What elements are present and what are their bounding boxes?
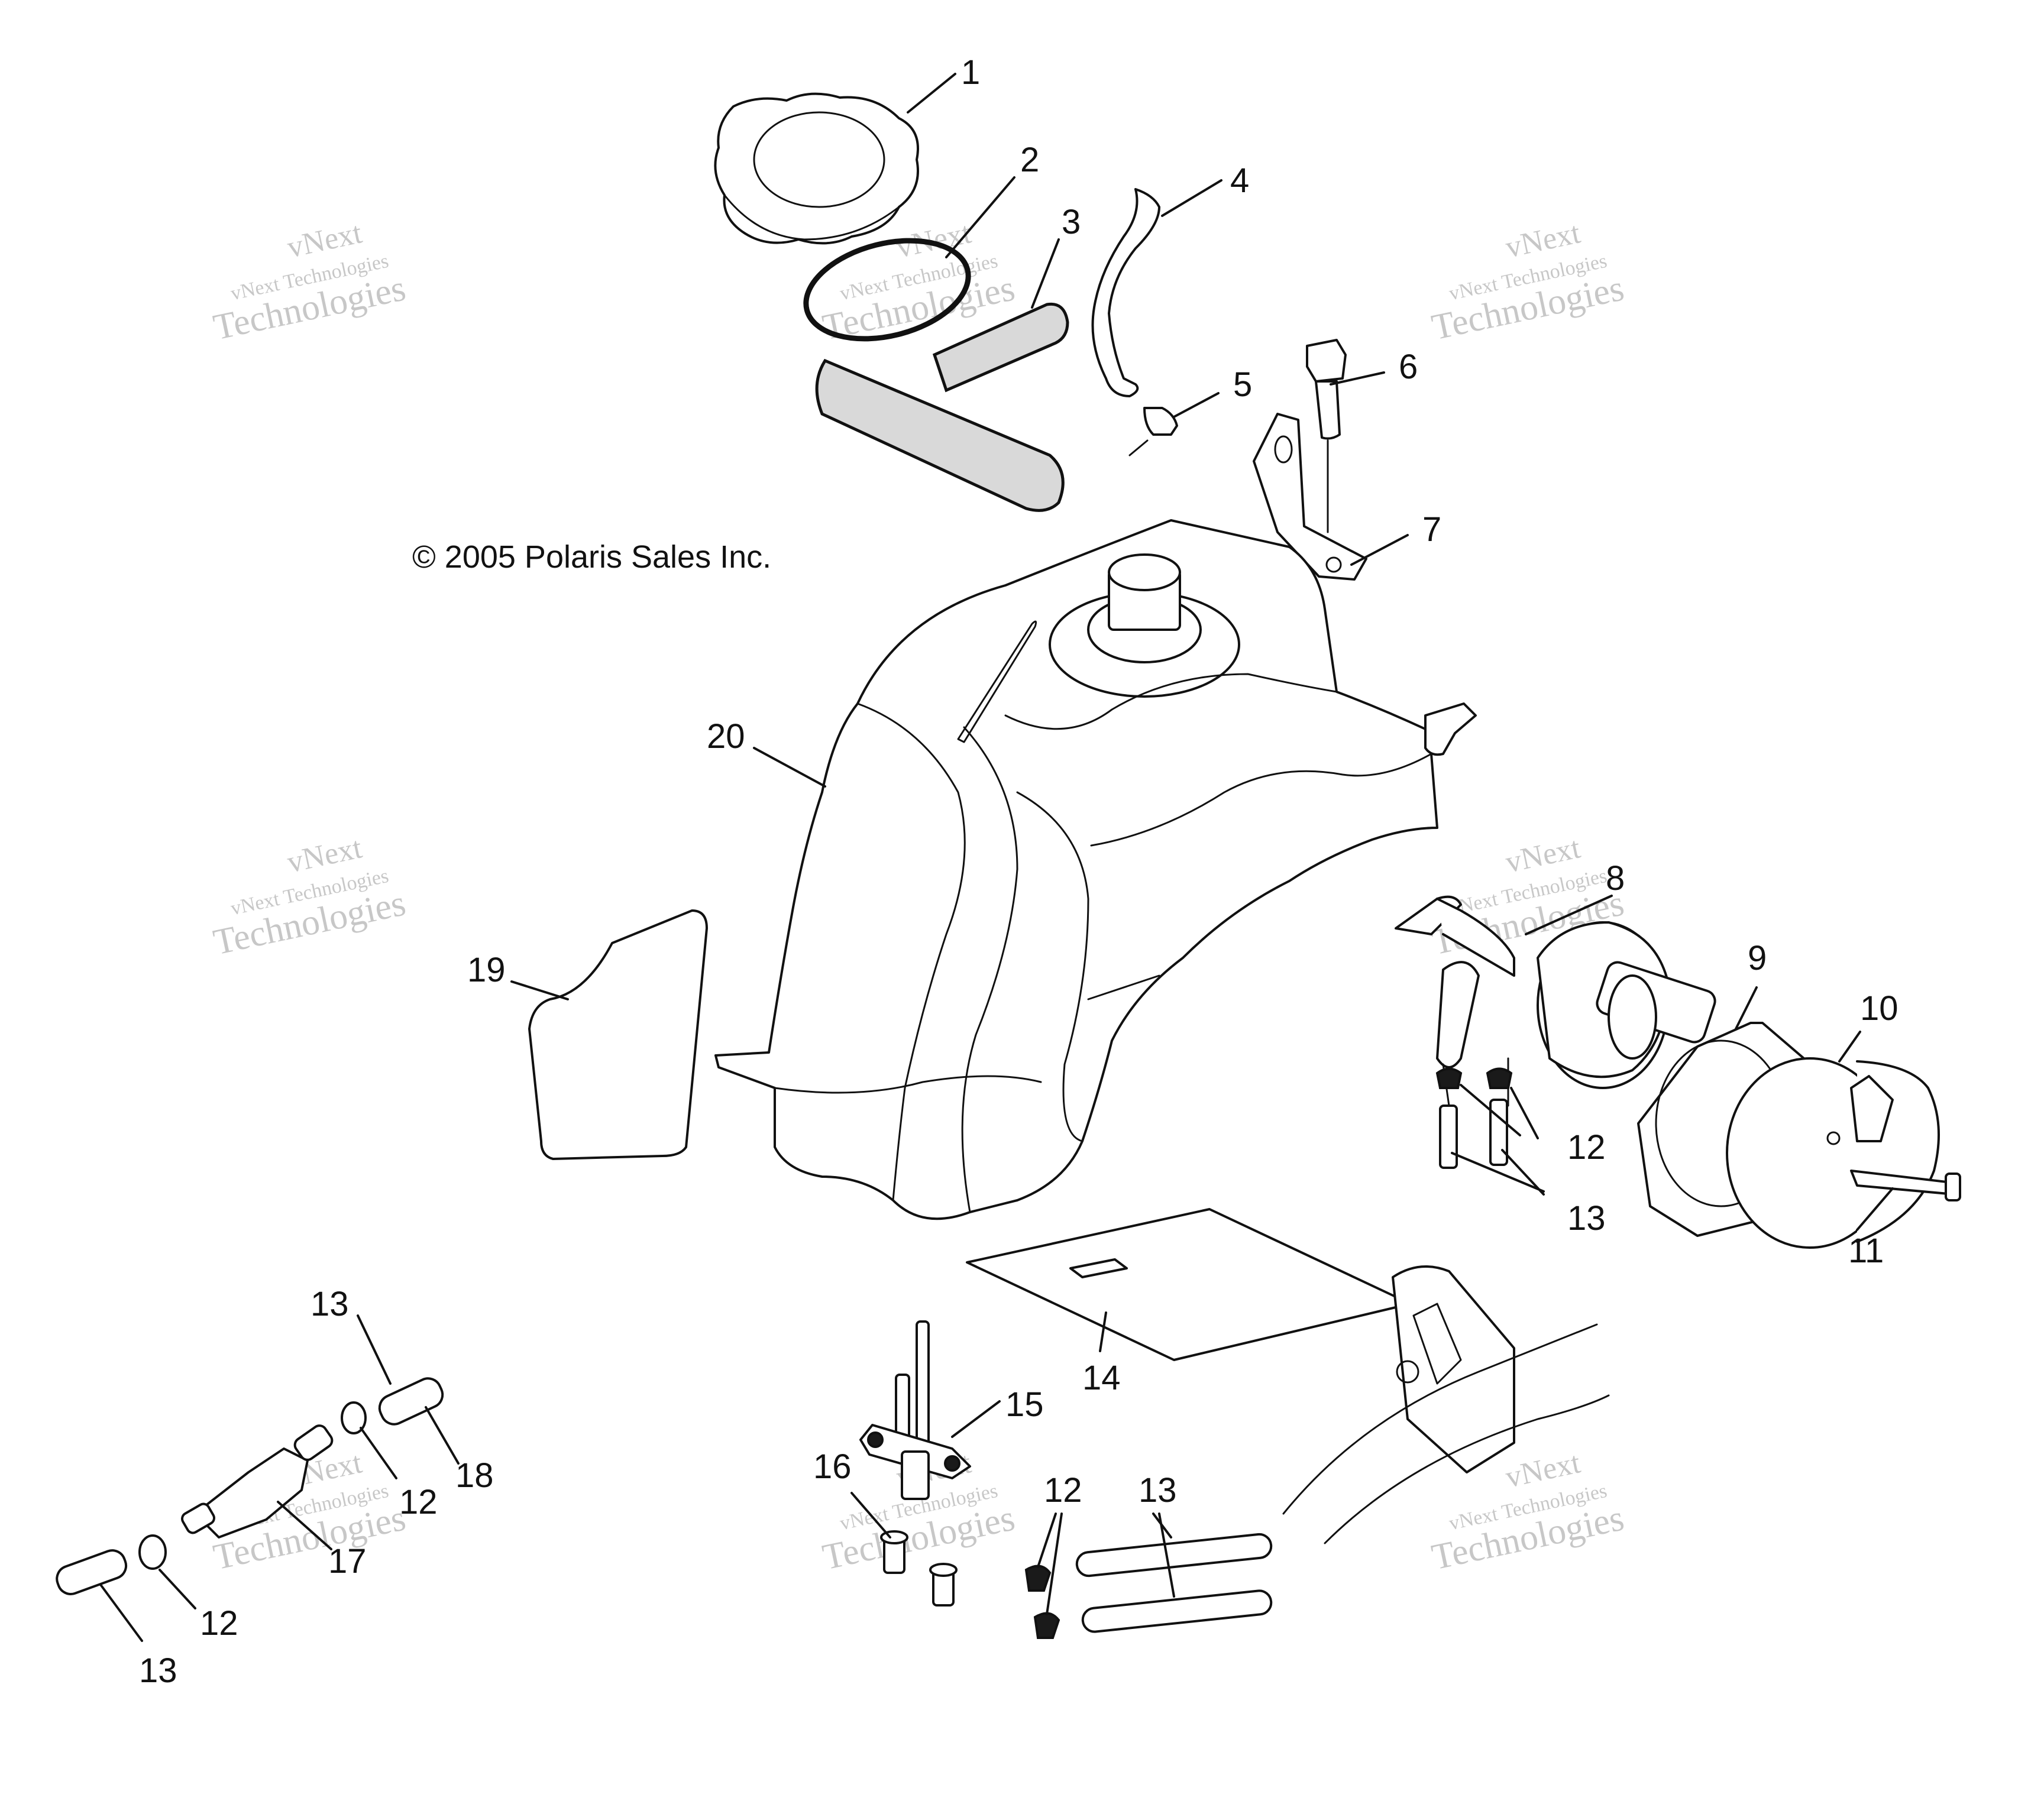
- parts-12-13-17-18-left-filter-group: [56, 1377, 444, 1595]
- callout-12a: 12: [1567, 1128, 1606, 1167]
- part-5-elbow-fitting: [1128, 407, 1178, 456]
- watermark-top-right: vNext vNext Technologies Technologies: [1428, 216, 1628, 348]
- callout-11: 11: [1848, 1232, 1884, 1270]
- watermark-top-left: vNext vNext Technologies Technologies: [210, 216, 409, 348]
- callout-14: 14: [1082, 1359, 1121, 1397]
- parts-12-13-bottom-clamps-hoses: [1024, 1533, 1273, 1639]
- watermark-top-center: vNext vNext Technologies Technologies: [819, 216, 1018, 348]
- callout-2: 2: [1020, 141, 1039, 179]
- callout-7: 7: [1422, 510, 1441, 549]
- part-2-o-ring: [803, 238, 971, 342]
- callout-1: 1: [961, 53, 980, 92]
- callout-12b: 12: [1044, 1471, 1082, 1510]
- watermark-mid-left: vNext vNext Technologies Technologies: [210, 831, 409, 963]
- callout-5: 5: [1233, 365, 1252, 404]
- callout-20: 20: [707, 717, 745, 756]
- part-10-end-cap: [1726, 1057, 1940, 1249]
- callout-13b: 13: [1139, 1471, 1177, 1510]
- callout-12d: 12: [200, 1604, 238, 1643]
- part-1-fuel-cap: [714, 92, 919, 245]
- part-6-bolt: [1306, 339, 1347, 533]
- frame-bracket: [1282, 1265, 1610, 1544]
- callout-9: 9: [1748, 939, 1767, 977]
- callout-18: 18: [455, 1456, 494, 1495]
- part-3-foam-pads: [815, 302, 1069, 512]
- callout-6: 6: [1399, 348, 1418, 386]
- callout-3: 3: [1062, 203, 1081, 241]
- leader-lines: [99, 73, 1894, 1642]
- part-11-screw: [1850, 1170, 1961, 1201]
- part-4-vent-hose: [1091, 188, 1160, 397]
- callout-labels: 1 2 3 4 5 6 7 8 9 10 11 12 13 14 15 16 1…: [139, 53, 1899, 1690]
- copyright-notice: © 2005 Polaris Sales Inc.: [412, 539, 771, 575]
- callout-12c: 12: [399, 1483, 438, 1521]
- callout-4: 4: [1230, 161, 1249, 200]
- part-19-decal-pad: [528, 909, 708, 1160]
- part-20-fuel-tank: [714, 519, 1477, 1220]
- part-15-fuel-petcock: [859, 1320, 971, 1500]
- callout-8: 8: [1606, 859, 1625, 898]
- watermark-bottom-right: vNext vNext Technologies Technologies: [1428, 1446, 1628, 1578]
- callout-13c: 13: [311, 1285, 349, 1323]
- callout-13a: 13: [1567, 1199, 1606, 1238]
- callout-16: 16: [813, 1447, 852, 1486]
- part-16-screws: [880, 1530, 958, 1607]
- callout-17: 17: [328, 1542, 367, 1580]
- callout-19: 19: [467, 951, 506, 989]
- callout-13d: 13: [139, 1651, 177, 1690]
- callout-15: 15: [1005, 1385, 1044, 1424]
- part-14-gasket-plate: [966, 1208, 1412, 1361]
- callout-10: 10: [1860, 989, 1899, 1028]
